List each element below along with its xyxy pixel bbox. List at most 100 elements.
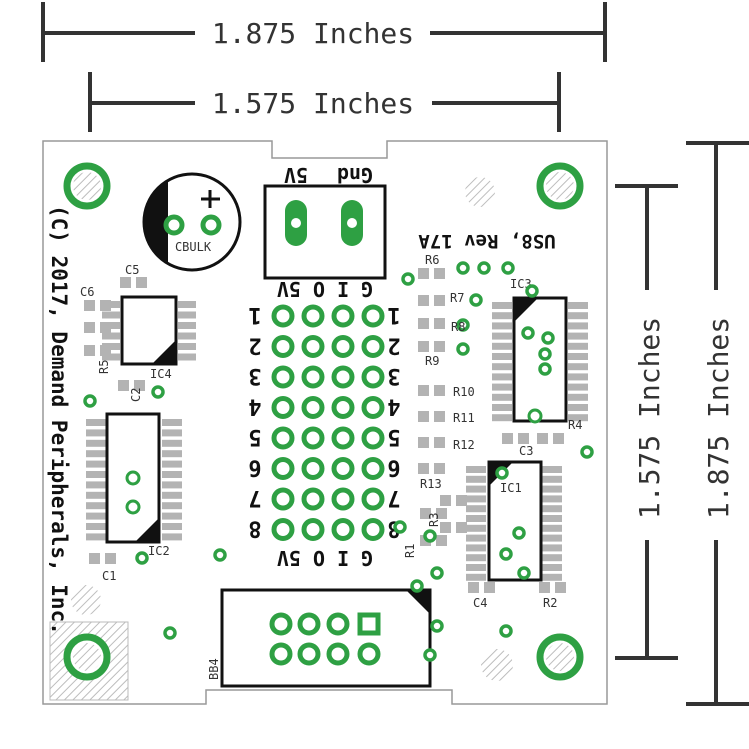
ic-pad — [162, 419, 182, 426]
ic-pad — [178, 343, 196, 350]
power-5v-label: 5V — [284, 163, 308, 187]
bb4-pin — [357, 642, 381, 666]
ic-pad — [178, 332, 196, 340]
ic2: IC2 — [86, 412, 182, 558]
passive-pad — [434, 411, 445, 422]
ic-pad — [466, 466, 486, 473]
passive-pad — [555, 582, 566, 593]
passive-pad — [134, 380, 145, 391]
ic-pad — [102, 332, 120, 340]
passive-pad — [100, 322, 111, 333]
ic-pad — [568, 342, 588, 350]
passive-pad — [434, 268, 445, 279]
c2-label: C2 — [129, 388, 143, 402]
ic-pad — [162, 481, 182, 489]
via — [151, 385, 165, 399]
ic-pad — [162, 439, 182, 447]
bb4-pin — [326, 642, 350, 666]
mounting-hole-top-left — [63, 162, 111, 210]
passive-pad — [105, 553, 116, 564]
passive-pad — [84, 322, 95, 333]
ic-pad — [492, 393, 512, 401]
r2-label: R2 — [543, 596, 557, 610]
bb4-pin — [297, 642, 321, 666]
ic-pad — [162, 450, 182, 458]
fiducial-bottom — [481, 649, 513, 681]
header-pin — [331, 487, 355, 511]
ic1-label: IC1 — [500, 481, 522, 495]
passive-pad — [420, 508, 431, 519]
r5-label: R5 — [97, 360, 111, 374]
ic-pad — [568, 383, 588, 391]
header-pin — [331, 457, 355, 480]
via — [541, 331, 555, 345]
row-number-left: 2 — [248, 333, 261, 358]
ic-pad — [86, 429, 106, 437]
bb4-pin — [297, 612, 321, 636]
ic-pad — [86, 512, 106, 520]
header-pin — [271, 304, 295, 328]
ic-pad — [568, 404, 588, 411]
ic-pad — [178, 322, 196, 329]
bb4-pin — [269, 612, 293, 636]
via — [512, 526, 526, 540]
row-number-left: 8 — [248, 516, 261, 541]
header-pin — [271, 518, 295, 541]
ic-pad — [162, 502, 182, 510]
ic-pad — [492, 353, 512, 360]
c1-label: C1 — [102, 569, 116, 583]
ic-pad — [466, 554, 486, 562]
mounting-hole-bottom-right — [536, 633, 584, 681]
via — [499, 547, 513, 561]
bb4-pin — [269, 642, 293, 666]
ic-pad — [542, 544, 562, 552]
via — [538, 347, 552, 361]
row-number-left: 5 — [248, 424, 261, 449]
fiducial-top — [465, 177, 495, 207]
header-pin — [331, 365, 355, 389]
via — [456, 261, 470, 275]
via — [499, 624, 513, 638]
row-number-left: 1 — [248, 302, 261, 327]
ic-pad — [86, 481, 106, 489]
ic-pad — [492, 312, 512, 320]
ic-pad — [86, 450, 106, 458]
passive-pad — [456, 495, 467, 506]
header-pin — [361, 304, 385, 328]
ic-pad — [542, 485, 562, 493]
ic-pad — [492, 322, 512, 330]
via — [135, 551, 149, 565]
c5-label: C5 — [125, 263, 139, 277]
ic-pad — [178, 301, 196, 308]
header-pin — [361, 426, 385, 450]
ic-pad — [568, 373, 588, 381]
header-top-label: G I O 5V — [277, 277, 373, 301]
ic2-label: IC2 — [148, 544, 170, 558]
ic-pad — [102, 311, 120, 319]
via — [423, 529, 437, 543]
via — [501, 261, 515, 275]
ic-pad — [466, 505, 486, 513]
ic-pad — [492, 373, 512, 381]
passive-pad — [418, 463, 429, 474]
r13-label: R13 — [420, 477, 442, 491]
r8-label: R8 — [451, 320, 465, 334]
passive-pad — [537, 433, 548, 444]
ic-pad — [568, 302, 588, 309]
ic-pad — [86, 533, 106, 541]
header-pin — [331, 426, 355, 450]
ic-pad — [568, 312, 588, 320]
ic-pad — [86, 439, 106, 447]
passive-pad — [418, 437, 429, 448]
row-number-left: 3 — [248, 363, 261, 388]
via — [213, 548, 227, 562]
via — [83, 394, 97, 408]
header-grid — [271, 304, 385, 541]
passive-pad — [418, 411, 429, 422]
c6-label: C6 — [80, 285, 94, 299]
header-pin — [271, 426, 295, 450]
dimension-outer-height-label: 1.875 Inches — [702, 317, 735, 519]
passive-pad — [89, 553, 100, 564]
